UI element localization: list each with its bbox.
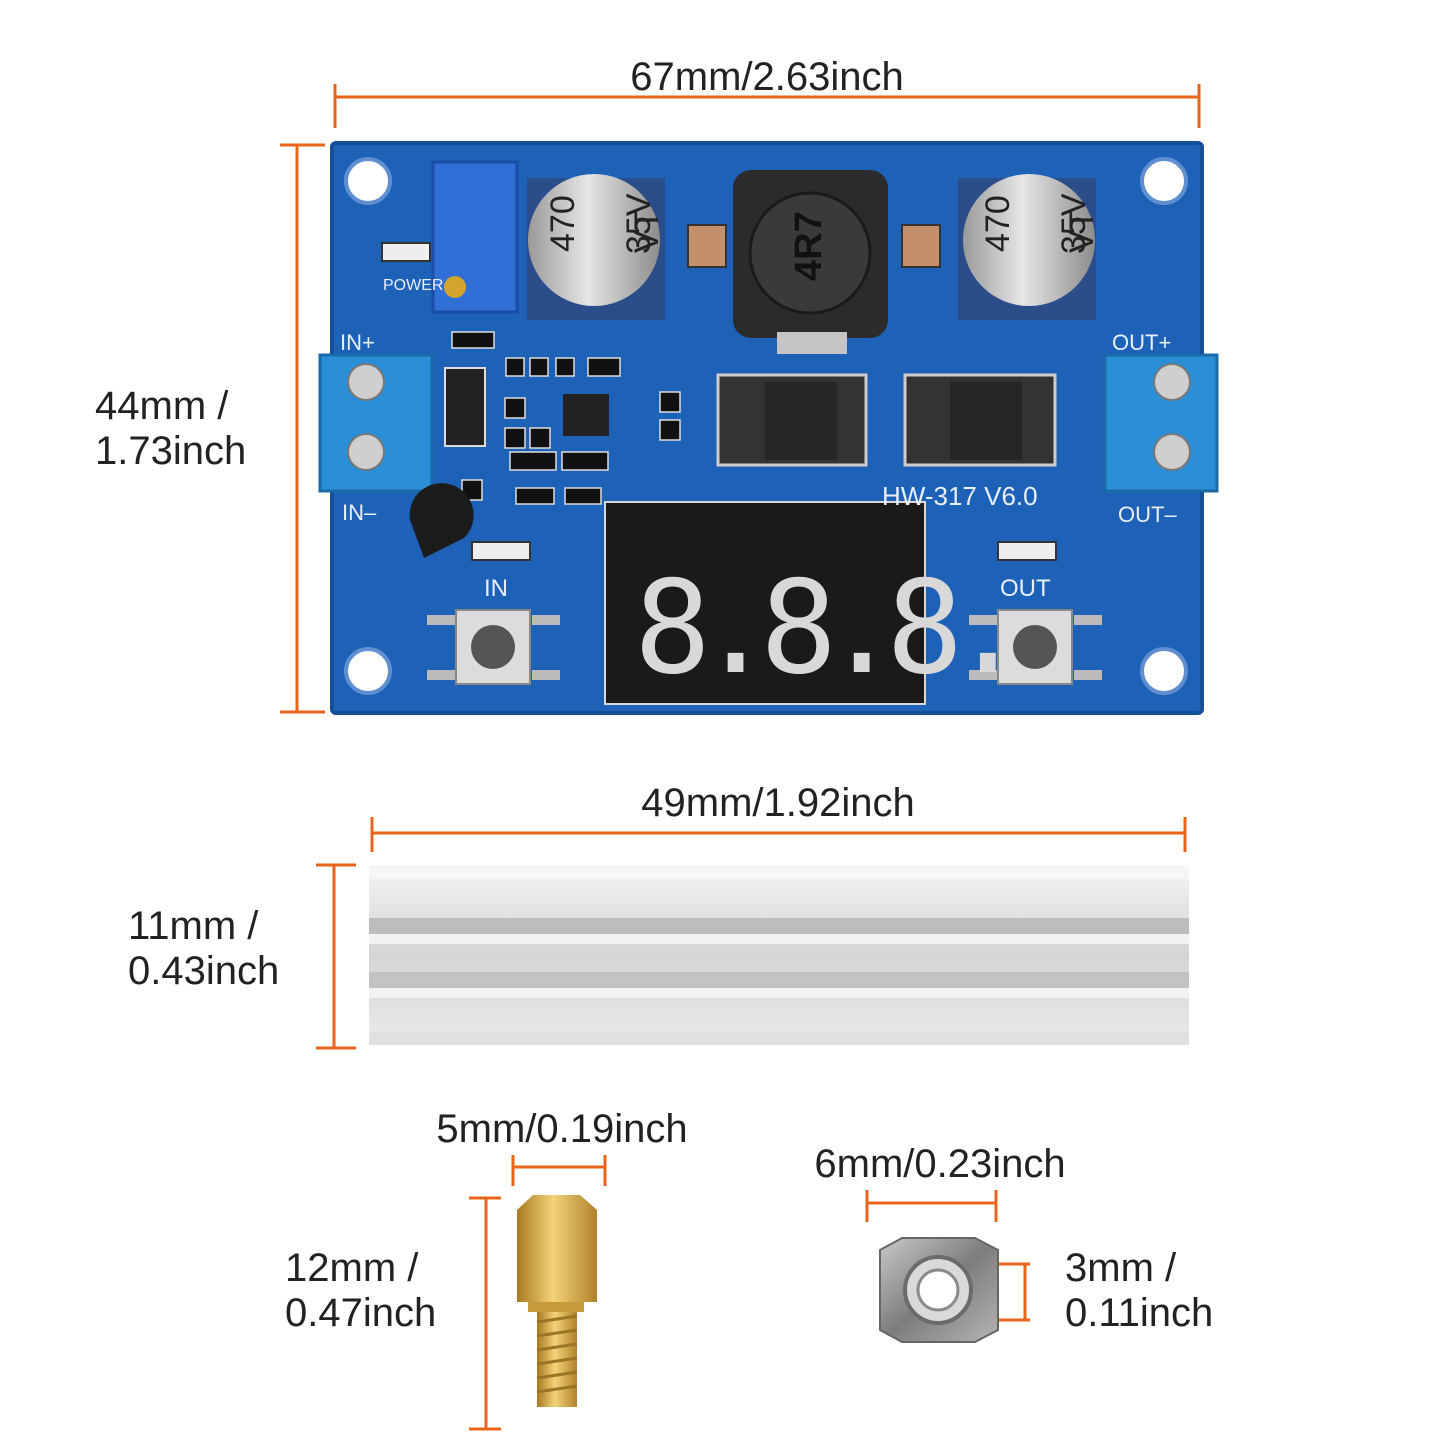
input-terminal-block	[318, 353, 434, 493]
controller-ic	[563, 394, 609, 436]
capacitor-left-text-vt: VT	[628, 210, 666, 253]
transistor	[409, 483, 474, 558]
brass-standoff	[517, 1195, 597, 1407]
mosfet	[716, 373, 868, 467]
capacitor-right-text-vt: VT	[1063, 210, 1101, 253]
heatsink	[369, 865, 1189, 1045]
model-label: HW-317 V6.0	[882, 481, 1038, 511]
capacitor-left	[527, 174, 665, 320]
power-led	[381, 242, 431, 262]
out-minus-label: OUT–	[1118, 502, 1177, 527]
in-minus-label: IN–	[342, 500, 377, 525]
heatsink-height-label-line1: 11mm /	[128, 904, 259, 948]
nut-height-label-line2: 0.11inch	[1065, 1291, 1214, 1335]
capacitor-left-text-470: 470	[544, 195, 582, 252]
out-led-label: OUT	[1000, 575, 1051, 602]
nut-height-label-line1: 3mm /	[1065, 1246, 1177, 1290]
capacitor-right	[958, 174, 1096, 320]
board-height-label-line2: 1.73inch	[95, 429, 247, 473]
in-plus-label: IN+	[340, 330, 375, 355]
standoff-width-label: 5mm/0.19inch	[436, 1107, 688, 1151]
heatsink-width-label: 49mm/1.92inch	[641, 781, 915, 825]
board-width-label: 67mm/2.63inch	[630, 55, 904, 99]
schottky-diode	[903, 373, 1057, 467]
heatsink-height-label-line2: 0.43inch	[128, 949, 280, 993]
in-led-label: IN	[484, 575, 508, 602]
standoff-height-label-line2: 0.47inch	[285, 1291, 437, 1335]
out-led	[997, 541, 1057, 561]
hex-nut	[879, 1237, 999, 1343]
capacitor-right-text-35v: 35V	[1055, 193, 1093, 254]
out-plus-label: OUT+	[1112, 330, 1171, 355]
display-digits: 8.8.8.	[634, 554, 1012, 703]
mounting-holes	[344, 157, 1188, 695]
standoff-height-label-line1: 12mm /	[285, 1246, 419, 1290]
inductor	[733, 170, 888, 354]
trimmer-potentiometer	[431, 160, 519, 314]
nut-width-label: 6mm/0.23inch	[814, 1142, 1066, 1186]
seven-segment-display	[604, 501, 926, 705]
in-led	[471, 541, 531, 561]
capacitor-left-text-35v: 35V	[620, 193, 658, 254]
power-label: POWER	[383, 277, 443, 294]
in-button	[427, 609, 560, 685]
diode	[444, 367, 486, 447]
output-terminal-block	[1103, 353, 1219, 493]
board-height-label-line1: 44mm /	[95, 384, 229, 428]
inductor-text: 4R7	[788, 211, 830, 281]
capacitor-right-text-470: 470	[979, 195, 1017, 252]
out-button	[969, 609, 1102, 685]
